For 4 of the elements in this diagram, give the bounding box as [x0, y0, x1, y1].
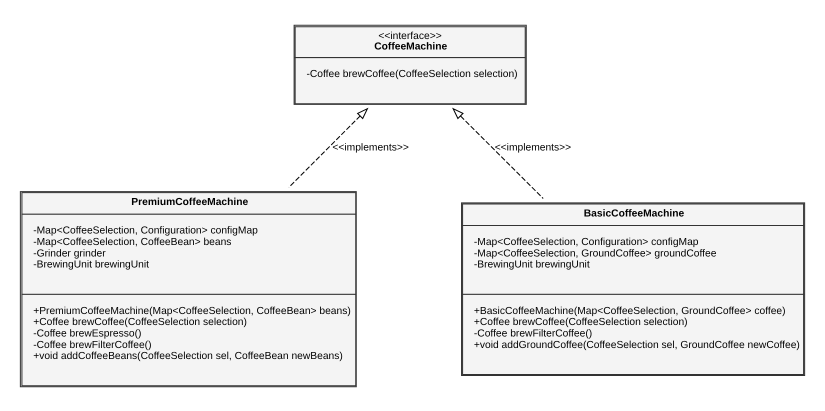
arrow [288, 107, 368, 188]
arrow [452, 107, 544, 198]
edge-label: <<implements>> [494, 142, 572, 154]
edge-label: <<implements>> [332, 142, 409, 154]
